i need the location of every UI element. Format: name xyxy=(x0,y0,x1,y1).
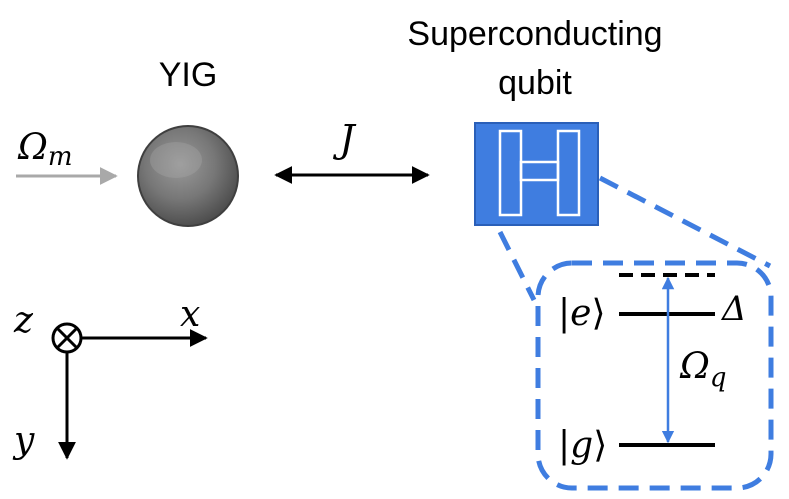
coupling-label: J xyxy=(332,117,356,161)
omega-m-subscript: m xyxy=(48,142,73,172)
detuning-label: Δ xyxy=(720,289,747,329)
axis-x-label: x xyxy=(180,294,200,335)
yig-label: YIG xyxy=(159,56,218,94)
excited-state-label: |e⟩ xyxy=(558,293,606,334)
transmon-h-icon xyxy=(474,122,599,226)
energy-level-inset xyxy=(535,260,774,491)
omega-q-subscript: q xyxy=(710,363,727,393)
omega-q-symbol: Ω xyxy=(679,346,710,387)
svg-text:Ωq: Ωq xyxy=(679,346,727,393)
svg-text:Ωm: Ωm xyxy=(17,127,73,172)
zoom-line-left xyxy=(497,230,537,302)
ground-state-symbol: g xyxy=(570,425,593,466)
omega-q-label: Ωq xyxy=(679,346,727,393)
excited-state-symbol: e xyxy=(570,293,591,334)
axis-z-label: z xyxy=(13,300,34,341)
yig-sphere-icon xyxy=(137,125,239,227)
qubit-label-line1: Superconducting xyxy=(407,15,662,53)
qubit-label-line2: qubit xyxy=(498,64,572,102)
drive-omega-m-label: Ωm xyxy=(17,127,73,172)
zoom-line-right xyxy=(598,175,772,269)
omega-m-symbol: Ω xyxy=(17,127,48,168)
coordinate-axes xyxy=(51,322,208,460)
axis-y-label: y xyxy=(12,420,35,461)
ground-state-label: |g⟩ xyxy=(558,425,607,466)
